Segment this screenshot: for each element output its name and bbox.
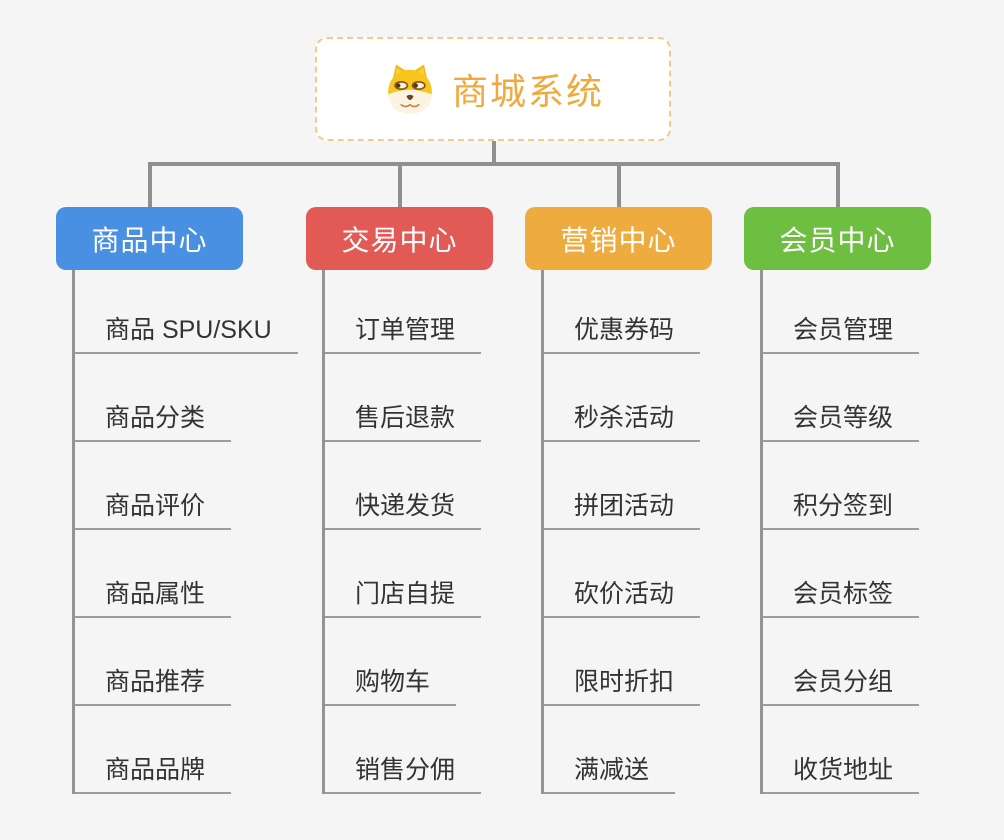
child-topic[interactable]: 购物车: [325, 618, 457, 706]
branch-drop-connector: [836, 162, 840, 210]
child-topic[interactable]: 积分签到: [763, 442, 920, 530]
branch-children: 订单管理售后退款快递发货门店自提购物车销售分佣: [322, 270, 482, 794]
branch-drop-connector: [617, 162, 621, 210]
branch-children: 优惠券码秒杀活动拼团活动砍价活动限时折扣满减送: [541, 270, 701, 794]
child-topic[interactable]: 售后退款: [325, 354, 482, 442]
branch-horizontal-connector: [148, 162, 840, 166]
child-topic[interactable]: 会员标签: [763, 530, 920, 618]
child-topic[interactable]: 优惠券码: [544, 270, 701, 354]
child-topic[interactable]: 门店自提: [325, 530, 482, 618]
child-topic[interactable]: 商品推荐: [75, 618, 232, 706]
child-topic[interactable]: 商品 SPU/SKU: [75, 270, 298, 354]
child-topic[interactable]: 订单管理: [325, 270, 482, 354]
child-topic[interactable]: 销售分佣: [325, 706, 482, 794]
child-topic[interactable]: 商品属性: [75, 530, 232, 618]
child-topic[interactable]: 秒杀活动: [544, 354, 701, 442]
child-topic[interactable]: 商品评价: [75, 442, 232, 530]
branch-children: 会员管理会员等级积分签到会员标签会员分组收货地址: [760, 270, 920, 794]
child-topic[interactable]: 收货地址: [763, 706, 920, 794]
root-topic[interactable]: 商城系统: [315, 37, 671, 141]
child-topic[interactable]: 快递发货: [325, 442, 482, 530]
child-topic[interactable]: 拼团活动: [544, 442, 701, 530]
branch-drop-connector: [148, 162, 152, 210]
child-topic[interactable]: 商品分类: [75, 354, 232, 442]
child-topic[interactable]: 会员管理: [763, 270, 920, 354]
child-topic[interactable]: 会员等级: [763, 354, 920, 442]
child-topic[interactable]: 会员分组: [763, 618, 920, 706]
child-topic[interactable]: 满减送: [544, 706, 676, 794]
dog-face-icon: [388, 64, 432, 114]
branch-drop-connector: [398, 162, 402, 210]
branch-header[interactable]: 交易中心: [306, 207, 493, 270]
child-topic[interactable]: 限时折扣: [544, 618, 701, 706]
branch-header[interactable]: 商品中心: [56, 207, 243, 270]
child-topic[interactable]: 商品品牌: [75, 706, 232, 794]
branch-header[interactable]: 会员中心: [744, 207, 931, 270]
root-topic-title: 商城系统: [451, 71, 604, 112]
branch-header[interactable]: 营销中心: [525, 207, 712, 270]
child-topic[interactable]: 砍价活动: [544, 530, 701, 618]
root-stem-connector: [492, 141, 496, 165]
